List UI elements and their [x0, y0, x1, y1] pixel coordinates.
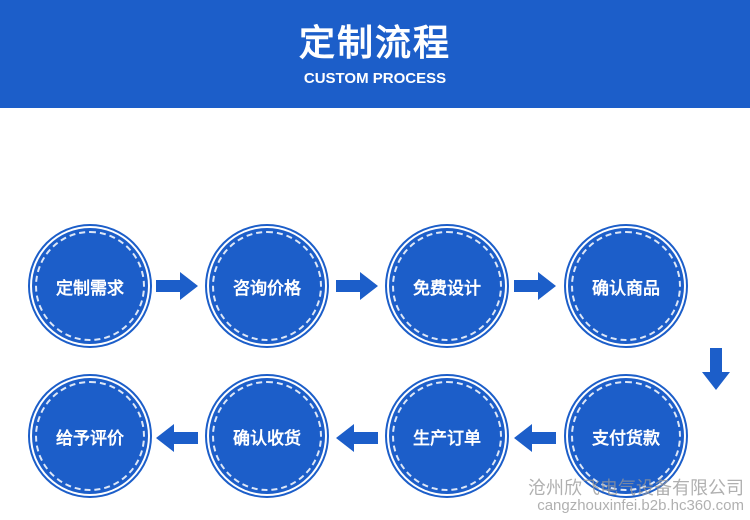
- arrow-left-icon: [514, 424, 556, 452]
- step-label: 确认商品: [592, 278, 660, 299]
- page-subtitle: CUSTOM PROCESS: [303, 70, 447, 87]
- arrow-left-icon: [336, 424, 378, 452]
- step-label: 生产订单: [413, 428, 481, 449]
- step-production-order: 生产订单: [389, 378, 505, 494]
- step-label: 支付货款: [592, 428, 660, 449]
- step-label: 定制需求: [56, 278, 124, 299]
- step-price-inquiry: 咨询价格: [209, 228, 325, 344]
- arrow-right-icon: [336, 272, 378, 300]
- arrow-down-icon: [702, 348, 730, 390]
- watermark-url: cangzhouxinfei.b2b.hc360.com: [537, 497, 744, 514]
- step-label: 免费设计: [413, 278, 481, 299]
- header-banner: 定制流程 CUSTOM PROCESS: [0, 0, 750, 108]
- arrow-right-icon: [156, 272, 198, 300]
- step-label: 给予评价: [56, 428, 124, 449]
- arrow-left-icon: [156, 424, 198, 452]
- watermark-company: 沧州欣飞电气设备有限公司: [528, 478, 744, 499]
- step-payment: 支付货款: [568, 378, 684, 494]
- arrow-right-icon: [514, 272, 556, 300]
- step-free-design: 免费设计: [389, 228, 505, 344]
- step-label: 咨询价格: [233, 278, 301, 299]
- step-give-review: 给予评价: [32, 378, 148, 494]
- step-confirm-receipt: 确认收货: [209, 378, 325, 494]
- step-confirm-product: 确认商品: [568, 228, 684, 344]
- page-title: 定制流程: [298, 23, 451, 64]
- step-label: 确认收货: [233, 428, 301, 449]
- step-custom-request: 定制需求: [32, 228, 148, 344]
